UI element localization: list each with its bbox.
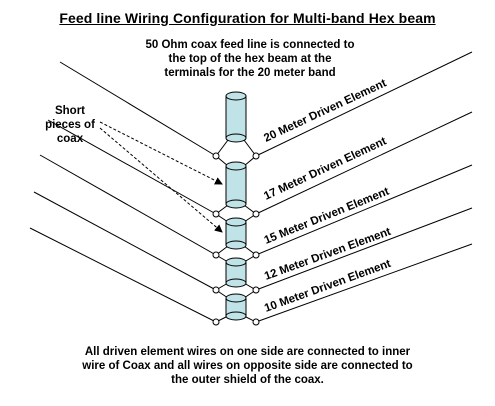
terminal-dot: [212, 251, 220, 259]
terminal-dot: [252, 251, 260, 259]
terminal-dot: [212, 286, 220, 294]
right-wire-12: [255, 207, 473, 291]
diagram-title: Feed line Wiring Configuration for Multi…: [59, 10, 436, 26]
pointer-arrows: [99, 121, 223, 233]
terminals: [212, 152, 260, 326]
right-wire-10: [255, 243, 473, 323]
terminal-dot: [252, 152, 260, 160]
terminal-dot: [252, 210, 260, 218]
left-wire-12: [33, 191, 217, 291]
wiring-note: All driven element wires on one side are…: [82, 346, 413, 386]
right-wire-15: [255, 164, 473, 256]
coax-piece-12: [215, 254, 257, 291]
pointer-arrow: [99, 121, 223, 185]
short-coax-note-line: Short: [54, 105, 86, 117]
left-wire-20: [59, 61, 217, 157]
short-coax-pieces: [215, 155, 257, 323]
terminal-dot: [252, 286, 260, 294]
right-wires: [255, 51, 473, 323]
element-label-20: 20 Meter Driven Element: [262, 77, 388, 144]
left-wire-15: [39, 154, 217, 256]
left-wires: [29, 61, 217, 323]
left-wire-17: [47, 119, 217, 215]
short-coax-note-line: pieces of: [45, 119, 95, 131]
terminal-dot: [212, 152, 220, 160]
pointer-arrow: [99, 127, 223, 233]
feedline-coax: [225, 91, 247, 143]
coax-piece-17: [215, 155, 257, 215]
terminal-dot: [252, 318, 260, 326]
coax-piece-15: [215, 213, 257, 256]
right-wire-17: [255, 111, 473, 215]
left-wire-10: [29, 227, 217, 323]
terminal-dot: [212, 210, 220, 218]
right-wire-20: [255, 51, 473, 157]
short-coax-note: Short pieces of coax: [30, 104, 110, 146]
coax-piece-10: [215, 289, 257, 323]
terminal-dot: [212, 318, 220, 326]
feedline-note: 50 Ohm coax feed line is connected to th…: [145, 39, 355, 79]
